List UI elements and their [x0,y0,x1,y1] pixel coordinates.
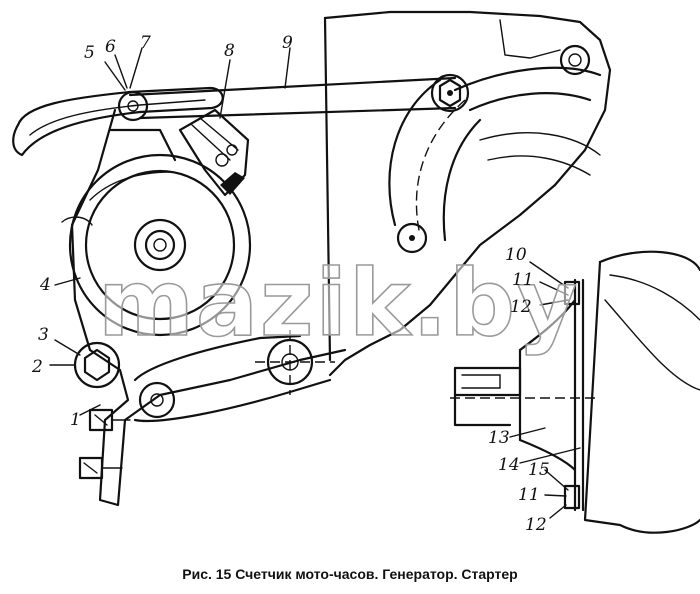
callout-6: 6 [105,37,116,57]
figure-caption: Рис. 15 Счетчик мото-часов. Генератор. С… [182,566,518,582]
callout-11-top: 11 [512,270,534,290]
lower-bracket [133,330,335,423]
bottom-bolts [78,408,131,480]
callout-8: 8 [224,41,235,61]
callout-5: 5 [84,43,95,63]
curved-bracket [388,66,602,254]
watermark-text: mazik.by [98,250,579,357]
leader-lines [49,47,581,519]
rod-9 [128,73,470,120]
slotted-lever [12,86,224,157]
starter-assembly [450,250,700,534]
callout-2: 2 [31,357,43,377]
callout-1: 1 [70,410,81,430]
callout-14: 14 [498,455,520,475]
engine-block-outline [323,10,612,377]
callout-10: 10 [505,245,527,265]
callout-15: 15 [528,460,550,480]
callout-4: 4 [39,275,51,295]
callout-3: 3 [38,325,49,345]
callout-7: 7 [140,33,151,53]
callout-12-top: 12 [510,297,532,317]
callout-9: 9 [282,33,293,53]
cable-housing [178,108,250,197]
callout-11-bottom: 11 [518,485,540,505]
callout-13: 13 [488,428,510,448]
callout-12-bottom: 12 [525,515,547,535]
generator-pulley [68,153,252,337]
technical-drawing: mazik.by 5 6 7 8 9 4 3 2 1 10 11 12 13 1… [12,10,700,535]
